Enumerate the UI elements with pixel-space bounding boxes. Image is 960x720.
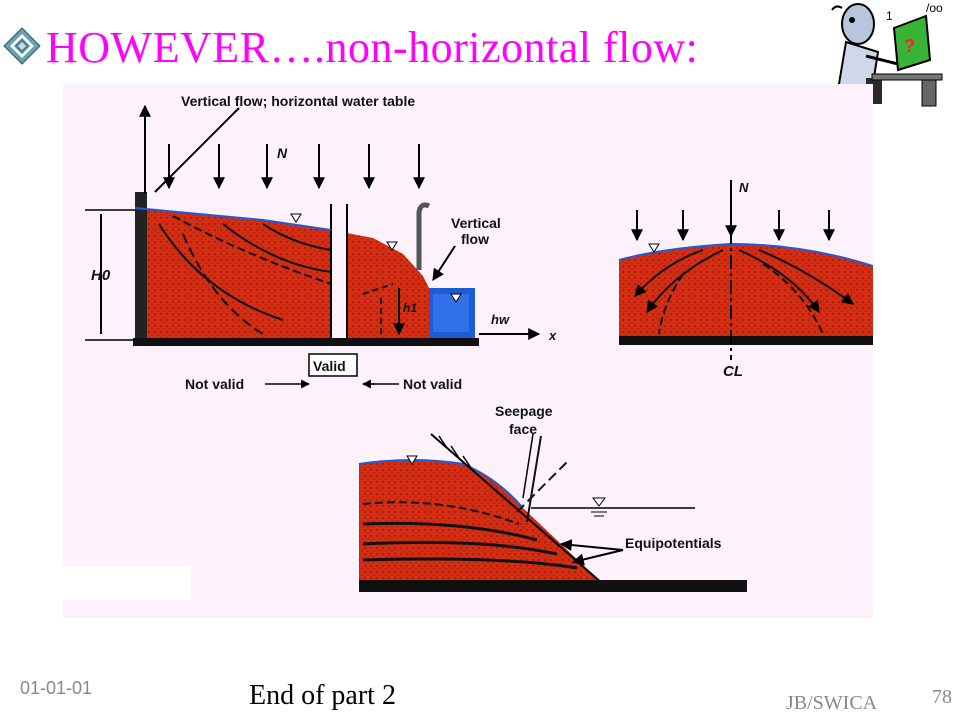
svg-text:1: 1 xyxy=(886,9,893,23)
footer-org: JB/SWICA xyxy=(786,692,878,714)
label-recharge-n-right: N xyxy=(739,180,749,195)
label-vertical-flow-top: Vertical flow; horizontal water table xyxy=(181,93,415,109)
diamond-bullet-icon xyxy=(3,27,41,65)
label-seepage-face-2: face xyxy=(509,421,537,437)
right-aquifer-diagram xyxy=(618,180,873,360)
left-aquifer-diagram xyxy=(85,104,541,389)
person-at-computer-clipart: ? /oo 1 xyxy=(831,1,943,107)
label-z-axis: z xyxy=(140,105,147,119)
seepage-face-diagram xyxy=(358,433,747,592)
label-hw: hw xyxy=(491,312,510,327)
label-centerline: CL xyxy=(723,363,743,380)
svg-text:?: ? xyxy=(904,36,915,56)
label-vertical-flow-right2: flow xyxy=(461,231,489,247)
groundwater-flow-figure: Vertical flow; horizontal water table z … xyxy=(63,84,873,618)
page-number: 78 xyxy=(932,686,952,708)
label-not-valid-left: Not valid xyxy=(185,376,244,392)
slide-title: HOWEVER….non-horizontal flow: xyxy=(46,23,699,72)
label-vertical-flow-right: Vertical xyxy=(451,215,501,231)
svg-text:/oo: /oo xyxy=(926,1,943,15)
label-recharge-n: N xyxy=(277,145,288,161)
footer-text: End of part 2 xyxy=(249,680,396,711)
label-equipotentials: Equipotentials xyxy=(625,535,722,551)
label-not-valid-right: Not valid xyxy=(403,376,462,392)
label-h0: H0 xyxy=(91,267,111,284)
label-h1: h1 xyxy=(403,301,417,315)
label-seepage-face-1: Seepage xyxy=(495,403,553,419)
label-x-axis: x xyxy=(548,328,557,343)
footer-date: 01-01-01 xyxy=(20,678,93,698)
label-valid: Valid xyxy=(313,358,346,374)
